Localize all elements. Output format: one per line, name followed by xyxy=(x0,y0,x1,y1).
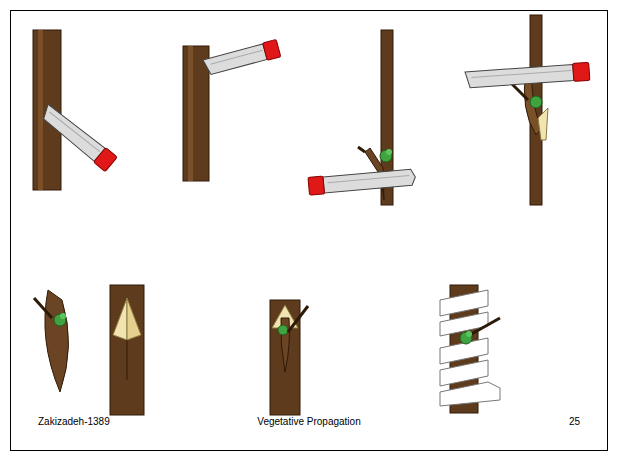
author-note: Zakizadeh-1389 xyxy=(36,416,112,428)
footer-title: Vegetative Propagation xyxy=(255,416,362,428)
page-number: 25 xyxy=(567,416,582,428)
